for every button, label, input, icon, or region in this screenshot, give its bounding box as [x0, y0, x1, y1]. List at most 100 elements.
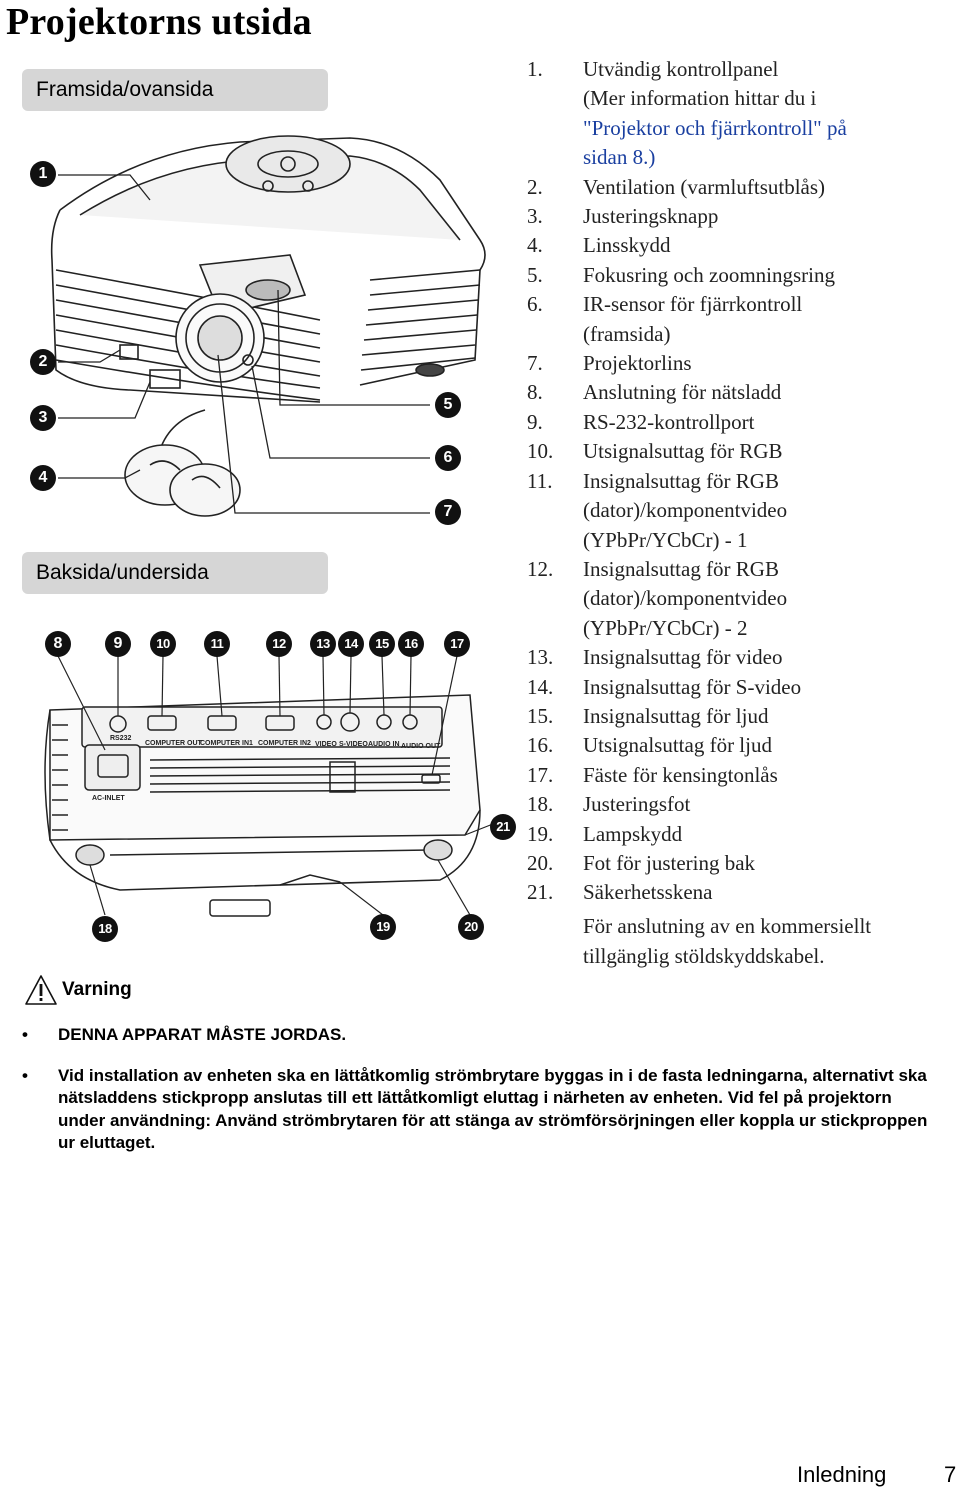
legend-item-number: 5.: [527, 262, 543, 287]
callout-19: 19: [370, 914, 396, 940]
legend-item-line: Utsignalsuttag för ljud: [583, 733, 772, 758]
warning-heading: Varning: [24, 974, 132, 1006]
legend-item-line: (dator)/komponentvideo: [583, 498, 788, 523]
legend-item-line: Utvändig kontrollpanel: [583, 57, 779, 81]
legend-item-number: 9.: [527, 409, 543, 434]
footer-page-number: 7: [944, 1462, 957, 1487]
legend-item-number: 1.: [527, 57, 543, 81]
legend-item: 15. Insignalsuttag för ljud: [527, 702, 952, 731]
legend-item-line: Justeringsknapp: [583, 204, 719, 229]
warning-bullet: • Vid installation av enheten ska en lät…: [20, 1065, 930, 1155]
legend-item-line: Utsignalsuttag för RGB: [583, 439, 783, 464]
legend-item-line: Linsskydd: [583, 233, 671, 258]
legend-item-number: 16.: [527, 733, 554, 758]
legend-item-line: Justeringsfot: [583, 792, 691, 817]
callout-21: 21: [490, 814, 516, 840]
legend-item-line: Projektorlins: [583, 351, 692, 376]
bullet-dot-icon: •: [22, 1025, 28, 1044]
legend-item-number: 17.: [527, 762, 554, 787]
callout-16: 16: [398, 631, 424, 657]
legend-item-line: Fot för justering bak: [583, 850, 756, 875]
callout-7: 7: [435, 499, 461, 525]
bullet-dot-icon: •: [22, 1065, 28, 1085]
legend-item: 4. Linsskydd: [527, 231, 952, 260]
legend-item: 16. Utsignalsuttag för ljud: [527, 731, 952, 760]
projector-back-figure: RS232 COMPUTER OUT COMPUTER IN1 COMPUTER…: [44, 655, 499, 917]
legend-item-number: 10.: [527, 439, 554, 464]
legend-item-number: 4.: [527, 233, 543, 258]
callout-5: 5: [435, 392, 461, 418]
audio-out-label: AUDIO OUT: [401, 743, 441, 750]
callout-12: 12: [266, 631, 292, 657]
callout-9: 9: [105, 631, 131, 657]
warning-bullet-text: DENNA APPARAT MÅSTE JORDAS.: [58, 1025, 347, 1044]
legend-item-line: Insignalsuttag för S-video: [583, 674, 802, 699]
projector-front-figure: [50, 135, 486, 517]
legend-item-number: 19.: [527, 821, 554, 846]
legend-item: 17. Fäste för kensingtonlås: [527, 761, 952, 790]
legend-item-line: Ventilation (varmluftsutblås): [583, 174, 826, 199]
legend-item-number: 8.: [527, 380, 543, 405]
callout-4: 4: [30, 465, 56, 491]
legend-item-line: Fäste för kensingtonlås: [583, 762, 778, 787]
legend-item: 18. Justeringsfot: [527, 790, 952, 819]
ac-inlet-label: AC-INLET: [92, 795, 125, 802]
callout-1: 1: [30, 161, 56, 187]
legend-item-line: Lampskydd: [583, 821, 683, 846]
legend-item-line: (YPbPr/YCbCr) - 1: [583, 527, 748, 552]
cross-reference-link[interactable]: "Projektor och fjärrkontroll" på: [583, 115, 847, 140]
legend-item-number: 12.: [527, 556, 554, 581]
legend-item-line: Insignalsuttag för ljud: [583, 703, 769, 728]
legend-item-line: (dator)/komponentvideo: [583, 586, 788, 611]
callout-15: 15: [369, 631, 395, 657]
callout-14: 14: [338, 631, 364, 657]
legend-item-line: Säkerhetsskena: [583, 880, 713, 905]
legend-item: 1. Utvändig kontrollpanel (Mer informati…: [527, 55, 952, 173]
legend-item-number: 11.: [527, 468, 553, 493]
legend-item: 13. Insignalsuttag för video: [527, 643, 952, 672]
callout-8: 8: [45, 631, 71, 657]
callout-10: 10: [150, 631, 176, 657]
callout-2: 2: [30, 349, 56, 375]
legend-item-line: (Mer information hittar du i: [583, 86, 817, 111]
legend-item: 6.IR-sensor för fjärrkontroll(framsida): [527, 290, 952, 349]
warning-triangle-icon: [25, 975, 57, 1005]
warning-bullet-text: Vid installation av enheten ska en lättå…: [58, 1065, 928, 1153]
legend-item: 14. Insignalsuttag för S-video: [527, 673, 952, 702]
legend-item-line: Insignalsuttag för RGB: [583, 556, 779, 581]
rs232-label: RS232: [110, 735, 132, 742]
legend-item: 12. Insignalsuttag för RGB (dator)/kompone…: [527, 555, 952, 643]
audio-in-label: AUDIO IN: [368, 741, 400, 748]
legend-item-number: 13.: [527, 645, 554, 670]
legend-item: 21. Säkerhetsskena: [527, 878, 952, 907]
legend-list: 1. Utvändig kontrollpanel (Mer informati…: [527, 55, 952, 971]
footer-section: Inledning: [797, 1462, 887, 1487]
legend-item-line: Insignalsuttag för RGB: [583, 468, 779, 493]
legend-note-line: För anslutning av en kommersiellt: [583, 913, 872, 938]
callout-20: 20: [458, 914, 484, 940]
legend-item: 20.Fot för justering bak: [527, 849, 952, 878]
legend-item-line: (framsida): [583, 321, 671, 346]
legend-item-line: Anslutning för nätsladd: [583, 380, 782, 405]
legend-item: 19. Lampskydd: [527, 820, 952, 849]
legend-item-line: Insignalsuttag för video: [583, 645, 783, 670]
legend-item: 11. Insignalsuttag för RGB (dator)/kompone…: [527, 467, 952, 555]
computer-in1-label: COMPUTER IN1: [200, 740, 253, 747]
page-title: Projektorns utsida: [6, 1, 312, 43]
cross-reference-link[interactable]: sidan 8.): [583, 145, 656, 170]
legend-item-number: 3.: [527, 204, 543, 229]
legend-item-number: 14.: [527, 674, 554, 699]
s-video-label: S-VIDEO: [339, 741, 368, 748]
callout-3: 3: [30, 405, 56, 431]
legend-item-number: 21.: [527, 880, 554, 905]
legend-item: 2.Ventilation (varmluftsutblås): [527, 173, 952, 202]
legend-item: 10. Utsignalsuttag för RGB: [527, 437, 952, 466]
warning-bullets: • DENNA APPARAT MÅSTE JORDAS. • Vid inst…: [20, 1024, 930, 1173]
legend-item-number: 7.: [527, 351, 543, 376]
callout-6: 6: [435, 445, 461, 471]
legend-item-number: 15.: [527, 703, 554, 728]
legend-item-line: (YPbPr/YCbCr) - 2: [583, 615, 748, 640]
legend-item-number: 18.: [527, 792, 554, 817]
warning-label: Varning: [62, 979, 132, 1000]
legend-item: 5.Fokusring och zoomningsring: [527, 261, 952, 290]
